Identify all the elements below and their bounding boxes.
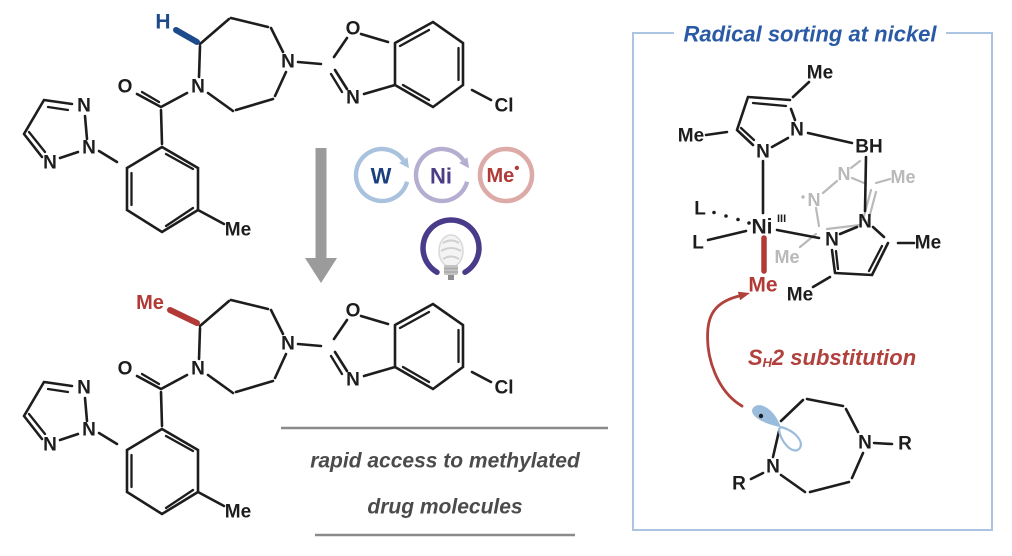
caption-block: rapid access to methylated drug molecule… [281,426,608,537]
lightbulb-base [444,265,458,275]
radical-r-left-label: R [732,474,746,495]
dative-dot-4 [747,221,751,225]
nickel-label: Ni [430,164,452,189]
radical-n-left-label: N [766,457,780,478]
left-pyrazole-methyl-label: Me [678,126,704,147]
dative-dot-1 [712,210,716,215]
radical-orbital-open-lobe [777,425,802,452]
substrate-hydrogen-label: H [155,11,170,34]
gray-dative-dot [801,195,805,199]
nickel-complex: N N Me Me BH N N Me Me Ni III L L Me [678,63,941,306]
gray-pyrazole-bonds [798,159,892,249]
catalysis-cycles: W Ni Me• [353,146,535,204]
sh2-rest: 2 substitution [771,345,916,370]
reaction-arrow [305,148,337,283]
gray-methyl-top-label: Me [890,167,915,187]
panel-border [632,32,993,531]
substrate-skeleton [22,16,515,242]
lightbulb-spiral [440,239,462,260]
methyl-radical-circle-icon: Me• [477,146,535,204]
lightbulb-contact [448,275,454,280]
tungsten-label: W [371,164,392,189]
down-arrow-icon [305,148,337,283]
caption-line1: rapid access to methylated [310,450,581,473]
radical-ring-bonds [749,397,894,494]
dative-dot-3 [736,217,740,222]
product-skeleton [22,298,515,524]
gray-n-bottom-label: N [808,190,821,210]
complex-double-bond-lines [739,101,884,273]
sh2-curved-arrow [706,294,744,408]
complex-bonds [704,80,916,289]
sh2-arrowhead [737,291,750,301]
ligand-l1-label: L [694,199,706,220]
methyl-radical-dot: • [514,160,519,177]
tungsten-cycle-arrowhead [399,157,409,169]
nickel-cycle-icon: Ni [413,146,470,204]
methyl-radical-label: Me• [486,160,519,188]
nickel-cycle-arrowhead [459,157,469,169]
lightbulb-icon [420,217,482,280]
gray-methyl-bottom-label: Me [774,247,799,267]
ligand-l2-label: L [692,233,704,254]
nickel-methyl-label: Me [748,274,777,297]
radical-electron-dot [758,413,764,419]
product-methyl-label: Me [136,292,164,314]
lightbulb-purple-arc [420,217,482,275]
nickel-oxidation-state: III [777,213,786,225]
substrate-h-wedge-bond [173,27,200,45]
panel-title: Radical sorting at nickel [683,22,937,47]
product-molecule: Me [22,292,515,524]
radical-n-right-label: N [858,433,872,454]
tp-back-pyrazole-gray: N N Me Me [774,159,916,267]
sh2-s: S [748,345,763,370]
right-pyrazole-methyl-label: Me [915,233,941,254]
lightbulb-base-threads [444,267,458,273]
right-pyrazole-n2-label: N [858,212,872,233]
diazepanyl-radical: N N R R [732,397,912,495]
methyl-radical-me: Me [486,165,514,187]
radical-sorting-panel: Radical sorting at nickel N N Me Me N N … [632,22,993,531]
sh2-subscript-h: H [763,355,773,370]
right-pyrazole-n1-label: N [825,230,839,251]
product-methyl-wedge-bond [167,307,200,326]
gray-n-top-label: N [838,164,851,184]
caption-line2: drug molecules [367,496,522,519]
dative-dot-2 [724,214,728,218]
radical-r-right-label: R [898,434,912,455]
top-pyrazole-n1-label: N [756,142,770,163]
nickel-center-label: Ni [752,216,773,239]
dative-bond-dots [712,210,751,225]
substrate-molecule: H [22,11,515,242]
top-pyrazole-n2-label: N [790,120,804,141]
sh2-substitution: SH2 substitution [706,291,916,408]
bottom-pyrazole-methyl-label: Me [787,285,813,306]
sh2-label: SH2 substitution [748,345,916,370]
radical-orbital-filled-lobe [752,405,780,427]
borohydride-label: BH [855,137,882,158]
tungsten-cycle-icon: W [353,146,410,204]
top-pyrazole-methyl-label: Me [807,63,833,84]
